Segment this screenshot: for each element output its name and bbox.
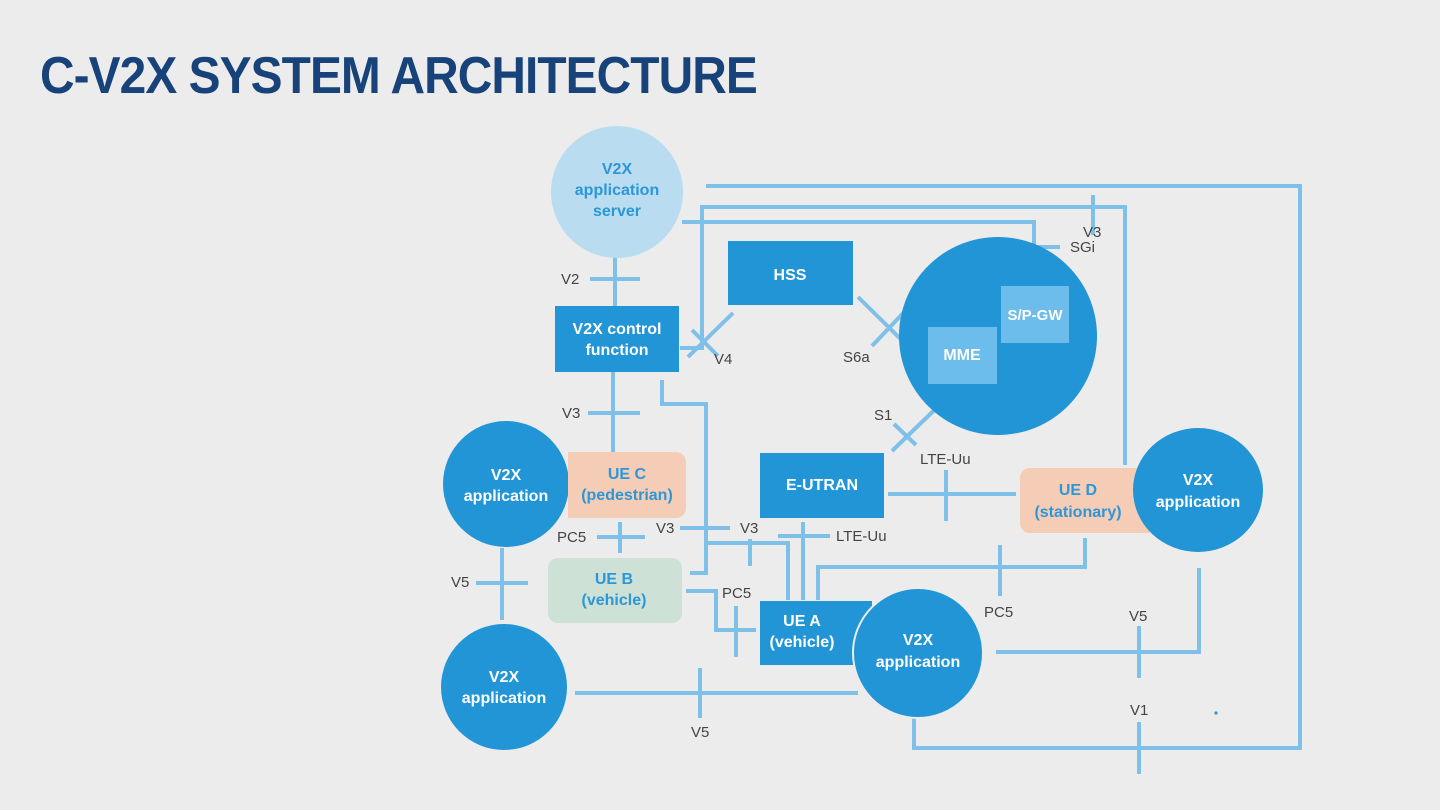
v2x-application-ue-b[interactable]: V2X application: [441, 624, 567, 750]
slide-title: C-V2X SYSTEM ARCHITECTURE: [40, 47, 758, 105]
ue-b-line2: (vehicle): [582, 592, 647, 609]
label-sgi: SGi: [1070, 239, 1095, 256]
app-b-line2: application: [462, 690, 546, 707]
label-v3-mid-left: V3: [656, 520, 674, 537]
ue-b-vehicle[interactable]: UE B (vehicle): [548, 558, 682, 623]
eutran-label: E-UTRAN: [786, 477, 858, 494]
label-v4: V4: [714, 351, 732, 368]
app-server-line2: application: [575, 182, 659, 199]
label-lte-uu-upper: LTE-Uu: [920, 451, 971, 468]
label-v1: V1: [1130, 702, 1148, 719]
link-v5-right: [996, 568, 1201, 654]
label-lte-uu-lower: LTE-Uu: [836, 528, 887, 545]
label-v5-left: V5: [451, 574, 469, 591]
interface-labels: V2 V4 S6a S1 V3 SGi V3 V3 V3 LTE-Uu LTE-…: [451, 224, 1148, 741]
ue-d-line1: UE D: [1059, 482, 1097, 499]
label-pc5-cb: PC5: [557, 529, 586, 546]
ue-d-stationary[interactable]: UE D (stationary): [1020, 468, 1150, 533]
control-function-line2: function: [585, 342, 648, 359]
label-pc5-ba: PC5: [722, 585, 751, 602]
mme-node[interactable]: MME: [928, 327, 997, 384]
tick-s1: [892, 422, 918, 447]
link-pc5-ad: [816, 538, 1087, 600]
hss-label: HSS: [774, 267, 807, 284]
v2x-application-ue-c[interactable]: V2X application: [443, 421, 569, 547]
hss-node[interactable]: HSS: [728, 241, 853, 305]
app-c-line2: application: [464, 488, 548, 505]
connector-lines: [476, 184, 1302, 774]
link-v4: [686, 311, 735, 359]
v2x-application-ue-a[interactable]: V2X application: [852, 587, 984, 719]
spgw-label: S/P-GW: [1008, 307, 1064, 324]
app-a-line1: V2X: [903, 632, 934, 649]
link-v3-cf-ueb: [660, 380, 708, 575]
ue-b-line1: UE B: [595, 571, 633, 588]
label-s1: S1: [874, 407, 892, 424]
tick-v4: [690, 328, 720, 358]
app-c-line1: V2X: [491, 467, 522, 484]
app-server-line3: server: [593, 203, 641, 220]
label-v2: V2: [561, 271, 579, 288]
ue-a-line2: (vehicle): [770, 634, 835, 651]
app-b-line1: V2X: [489, 669, 520, 686]
label-pc5-ad: PC5: [984, 604, 1013, 621]
spgw-node[interactable]: S/P-GW: [1001, 286, 1069, 343]
mme-label: MME: [943, 347, 981, 364]
v2x-application-ue-d[interactable]: V2X application: [1133, 428, 1263, 552]
link-v1-outer: [706, 184, 1302, 750]
tick-s6a: [870, 307, 909, 348]
label-v5-bottom: V5: [691, 724, 709, 741]
ue-a-line1: UE A: [783, 613, 821, 630]
app-server-line1: V2X: [602, 161, 633, 178]
control-function-line1: V2X control: [573, 321, 662, 338]
label-v3-mid-right: V3: [740, 520, 758, 537]
ue-c-pedestrian[interactable]: UE C (pedestrian): [568, 452, 686, 518]
app-d-line1: V2X: [1183, 472, 1214, 489]
link-v3-cf-uea: [706, 541, 790, 600]
label-v5-right: V5: [1129, 608, 1147, 625]
label-v3-cf: V3: [562, 405, 580, 422]
app-d-line2: application: [1156, 494, 1240, 511]
ue-d-line2: (stationary): [1034, 504, 1121, 521]
stray-dot: [1214, 711, 1218, 715]
label-s6a: S6a: [843, 349, 870, 366]
label-v3-top: V3: [1083, 224, 1101, 241]
app-a-line2: application: [876, 654, 960, 671]
ue-c-line2: (pedestrian): [581, 487, 673, 504]
eutran-node[interactable]: E-UTRAN: [760, 453, 884, 518]
ue-c-line1: UE C: [608, 466, 647, 483]
v2x-application-server[interactable]: V2X application server: [551, 126, 683, 258]
v2x-control-function[interactable]: V2X control function: [555, 306, 679, 372]
epc-core[interactable]: S/P-GW MME: [899, 237, 1097, 435]
